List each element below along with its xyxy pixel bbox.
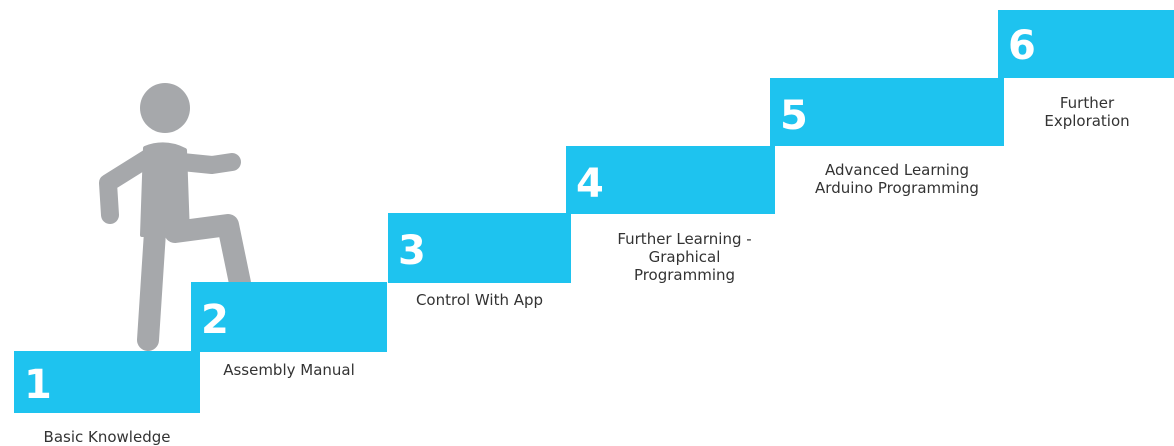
step-4-block: 4 [566, 146, 775, 214]
step-4-label: Further Learning - Graphical Programming [617, 230, 752, 284]
step-4-number: 4 [576, 161, 604, 207]
step-5-number: 5 [780, 93, 808, 139]
step-3-number: 3 [398, 228, 426, 274]
step-5-block: 5 [770, 78, 1004, 146]
step-1-number: 1 [24, 362, 52, 408]
step-3-block: 3 [388, 213, 571, 283]
step-3-label: Control With App [415, 291, 544, 309]
step-6-number: 6 [1008, 23, 1036, 69]
step-6-block: 6 [998, 10, 1174, 78]
step-2-label: Assembly Manual [223, 361, 355, 379]
step-2-number: 2 [201, 297, 229, 343]
step-5-label: Advanced Learning Arduino Programming [815, 161, 979, 197]
step-1-block: 1 [14, 351, 200, 413]
step-1-label: Basic Knowledge [43, 428, 171, 446]
step-2-block: 2 [191, 282, 387, 352]
step-6-label: Further Exploration [1044, 94, 1130, 130]
